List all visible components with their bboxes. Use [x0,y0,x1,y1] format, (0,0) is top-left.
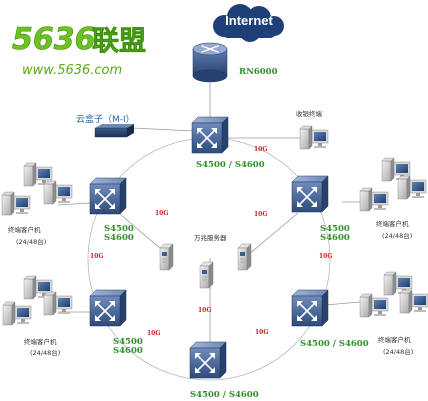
switch-top-icon [191,116,229,154]
client-label-top-left: 终端客户机 [8,225,41,234]
client-cluster-bottom-left [2,275,73,326]
client-link-bottom-right [324,301,361,306]
logo-url: www.5636.com [22,63,122,78]
cloudbox-label: 云盒子（M-I） [76,113,135,125]
internet-label: Internet [225,13,273,28]
cash-terminal-label: 收银终端 [296,109,323,118]
server-left-icon [159,243,174,271]
switch-right-top-label-2: S4600 [320,233,350,243]
client-pc-icon [43,180,73,205]
client-count-bottom-right: (24/48台) [383,347,413,356]
client-link-top-left [57,202,91,206]
switch-top-label: S4500 / S4600 [196,160,265,170]
client-pc-icon [2,301,32,326]
client-cluster-bottom-right [359,271,428,318]
switch-left-bottom-icon [89,289,127,327]
switch-left-top-icon [89,177,127,215]
switch-left-top-label-1: S4500 [104,224,134,234]
link-speed-label: 10G [90,253,103,260]
server-right-icon [237,243,252,271]
cloudbox-device-icon [94,124,134,138]
switch-left-top-label-2: S4600 [104,233,134,243]
logo-number: 5636 [12,22,96,57]
link-speed-label: 10G [319,253,332,260]
client-pc-icon [397,175,427,200]
switch-bottom-icon [189,341,227,379]
internet-cloud: Internet [213,4,284,42]
logo-chinese: 联盟 [92,26,146,57]
client-pc-icon [399,289,428,314]
cloudbox-link [131,127,196,132]
server-center-icon [199,261,214,289]
link-speed-label: 10G [198,307,211,314]
link-speed-label: 10G [147,330,160,337]
switch-left-bottom-label-2: S4600 [113,346,143,356]
client-pc-icon [359,293,389,318]
switch-left-bottom-label-1: S4500 [113,337,143,347]
wanzhao-server-label: 万兆服务器 [194,233,227,242]
client-count-top-left: (24/48台) [16,237,46,246]
client-count-top-right: (24/48台) [382,231,412,240]
client-cluster-top-left [1,162,73,216]
client-count-bottom-left: (24/48台) [30,348,60,357]
router-icon [192,42,228,83]
router-label: RN6000 [239,67,278,77]
site-logo: 5636 联盟 www.5636.com [12,22,147,78]
switch-right-bottom-label: S4500 / S4600 [300,339,369,349]
switch-right-bottom-icon [291,289,329,327]
switch-bottom-label: S4500 / S4600 [190,390,259,400]
link-speed-label: 10G [255,329,268,336]
link-speed-label: 10G [254,211,267,218]
server-link-right [247,212,299,256]
client-label-top-right: 终端客户机 [376,219,409,228]
cash-terminal-pc-icon [299,125,329,150]
client-pc-icon [359,187,389,212]
client-cluster-top-right [359,157,427,212]
client-pc-icon [43,291,73,316]
link-speed-label: 10G [155,210,168,217]
client-pc-icon [1,191,31,216]
client-label-bottom-right: 终端客户机 [378,335,411,344]
switch-right-top-icon [291,175,329,213]
switch-right-top-label-1: S4500 [320,224,350,234]
link-speed-label: 10G [254,146,267,153]
client-label-bottom-left: 终端客户机 [24,337,57,346]
